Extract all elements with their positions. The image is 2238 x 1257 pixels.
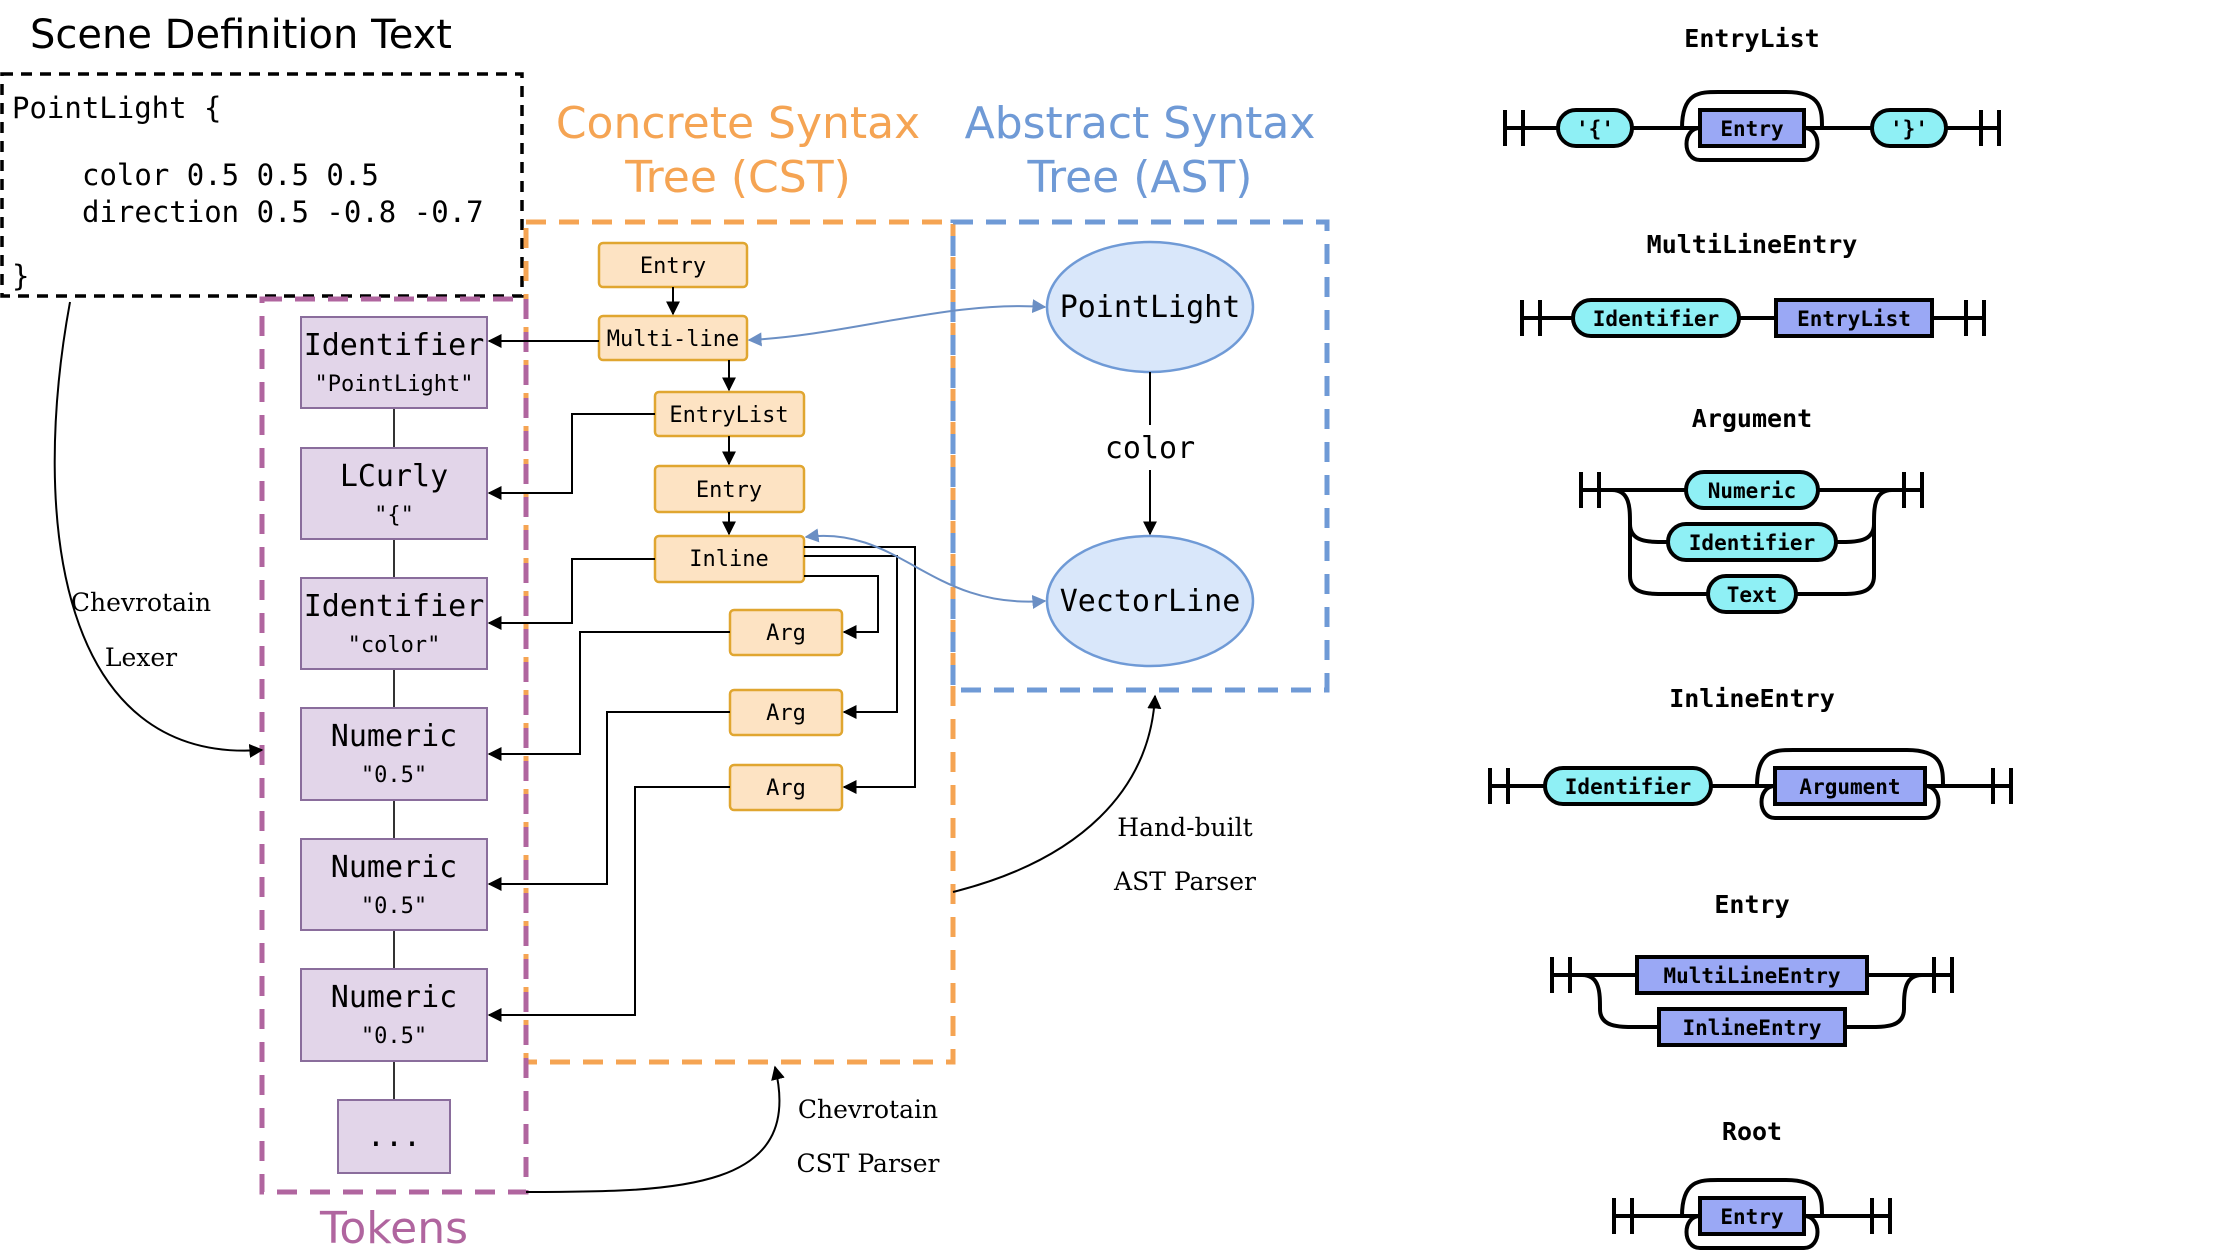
ast-title-line-1: Abstract Syntax — [965, 98, 1316, 149]
svg-text:Entry: Entry — [1720, 117, 1784, 141]
token-value: "{" — [374, 503, 414, 528]
token-identifier-color: Identifier "color" — [300, 577, 488, 670]
token-type: LCurly — [340, 459, 448, 494]
svg-text:Inline: Inline — [689, 547, 768, 572]
ast-node-vectorline: VectorLine — [1045, 534, 1255, 668]
svg-text:'}': '}' — [1890, 117, 1928, 141]
svg-text:MultiLineEntry: MultiLineEntry — [1663, 964, 1840, 988]
ast-title-line-2: Tree (AST) — [1027, 152, 1253, 203]
rule-title: MultiLineEntry — [1647, 230, 1858, 259]
cst-node-entrylist: EntryList — [653, 390, 806, 438]
link-inline-vectorline — [804, 528, 1047, 609]
token-numeric-3: Numeric "0.5" — [300, 968, 488, 1062]
terminal-identifier — [1666, 522, 1838, 562]
token-identifier-pointlight: Identifier "PointLight" — [300, 316, 488, 409]
svg-text:Entry: Entry — [640, 254, 706, 279]
cst-to-token-edges — [487, 334, 730, 1022]
svg-text:EntryList: EntryList — [1797, 307, 1911, 331]
rule-entry: Entry MultiLineEntry InlineEntry — [1550, 890, 1954, 1047]
svg-text:EntryList: EntryList — [669, 403, 788, 428]
token-numeric-1: Numeric "0.5" — [300, 707, 488, 801]
cst-node-entry-inner: Entry — [653, 464, 806, 514]
ast-region — [950, 219, 1330, 693]
token-numeric-2: Numeric "0.5" — [300, 838, 488, 931]
lexer-label-line-2: Lexer — [105, 643, 177, 672]
cst-parser-label-line-2: CST Parser — [796, 1149, 939, 1178]
svg-text:Arg: Arg — [766, 776, 806, 801]
rule-argument: Argument Numeric Identifier Text — [1579, 404, 1924, 614]
svg-text:VectorLine: VectorLine — [1060, 584, 1241, 619]
grammar-diagrams: EntryList '{' Entry '}' MultiLineEntry I… — [1488, 24, 2013, 1250]
svg-text:Numeric: Numeric — [1708, 479, 1797, 503]
ast-parser-label-line-1: Hand-built — [1117, 813, 1252, 842]
rule-title: Root — [1722, 1117, 1782, 1146]
token-type: Identifier — [304, 328, 485, 363]
token-ellipsis: ... — [337, 1099, 451, 1174]
svg-text:Identifier: Identifier — [1565, 775, 1691, 799]
cst-node-arg-1: Arg — [728, 608, 844, 657]
cst-node-inline: Inline — [653, 534, 806, 584]
link-multiline-pointlight — [747, 299, 1047, 347]
token-type: Identifier — [304, 589, 485, 624]
svg-text:Identifier: Identifier — [1593, 307, 1719, 331]
ast-edge-label: color — [1105, 431, 1195, 466]
terminal-text — [1706, 574, 1798, 614]
svg-text:Entry: Entry — [696, 478, 762, 503]
svg-text:InlineEntry: InlineEntry — [1682, 1016, 1821, 1040]
token-lcurly: LCurly "{" — [300, 447, 488, 540]
svg-text:Identifier: Identifier — [1689, 531, 1815, 555]
cst-node-multiline: Multi-line — [597, 314, 749, 362]
cst-node-arg-2: Arg — [728, 688, 844, 737]
tokens-title: Tokens — [319, 1203, 468, 1254]
token-value: "color" — [348, 633, 441, 658]
cst-title-line-2: Tree (CST) — [624, 152, 851, 203]
svg-text:Arg: Arg — [766, 701, 806, 726]
rule-multilineentry: MultiLineEntry Identifier EntryList — [1520, 230, 1986, 338]
rule-title: Entry — [1714, 890, 1789, 919]
token-value: "0.5" — [361, 894, 427, 919]
scene-line-2: color 0.5 0.5 0.5 — [82, 158, 379, 192]
rule-title: EntryList — [1684, 24, 1819, 53]
ast-node-pointlight: PointLight — [1045, 240, 1255, 374]
cst-parser-arrow — [525, 1065, 785, 1193]
scene-title: Scene Definition Text — [30, 12, 452, 58]
svg-text:Entry: Entry — [1720, 1205, 1784, 1229]
cst-node-arg-3: Arg — [728, 763, 844, 812]
token-value: "0.5" — [361, 1024, 427, 1049]
svg-text:...: ... — [367, 1119, 421, 1154]
scene-line-4: } — [12, 259, 29, 293]
svg-text:'{': '{' — [1576, 117, 1614, 141]
lexer-label-line-1: Chevrotain — [71, 588, 211, 617]
scene-line-1: PointLight { — [12, 91, 222, 125]
cst-node-entry-top: Entry — [597, 241, 749, 289]
rule-title: Argument — [1692, 404, 1812, 433]
scene-text-box — [0, 72, 524, 298]
token-type: Numeric — [331, 980, 457, 1015]
nonterminal-multilineentry — [1635, 955, 1869, 995]
token-type: Numeric — [331, 719, 457, 754]
rule-root: Root Entry — [1612, 1117, 1892, 1250]
cst-parser-label-line-1: Chevrotain — [798, 1095, 938, 1124]
token-value: "PointLight" — [315, 372, 474, 397]
svg-text:Argument: Argument — [1799, 775, 1900, 799]
rule-title: InlineEntry — [1669, 684, 1835, 713]
lexer-arrow — [53, 301, 264, 758]
cst-title-line-1: Concrete Syntax — [556, 98, 920, 149]
svg-text:Multi-line: Multi-line — [607, 327, 739, 352]
ast-parser-arrow — [952, 694, 1162, 893]
rule-entrylist: EntryList '{' Entry '}' — [1503, 24, 2001, 162]
token-value: "0.5" — [361, 763, 427, 788]
svg-text:PointLight: PointLight — [1060, 290, 1241, 325]
svg-text:Arg: Arg — [766, 621, 806, 646]
rule-inlineentry: InlineEntry Identifier Argument — [1488, 684, 2013, 820]
svg-text:Text: Text — [1727, 583, 1778, 607]
terminal-numeric — [1684, 470, 1820, 510]
token-type: Numeric — [331, 850, 457, 885]
scene-line-3: direction 0.5 -0.8 -0.7 — [82, 195, 484, 229]
ast-parser-label-line-2: AST Parser — [1113, 867, 1256, 896]
token-list: Identifier "PointLight" LCurly "{" Ident… — [300, 316, 488, 1174]
cst-nodes: Entry Multi-line EntryList Entry Inline … — [597, 241, 844, 812]
